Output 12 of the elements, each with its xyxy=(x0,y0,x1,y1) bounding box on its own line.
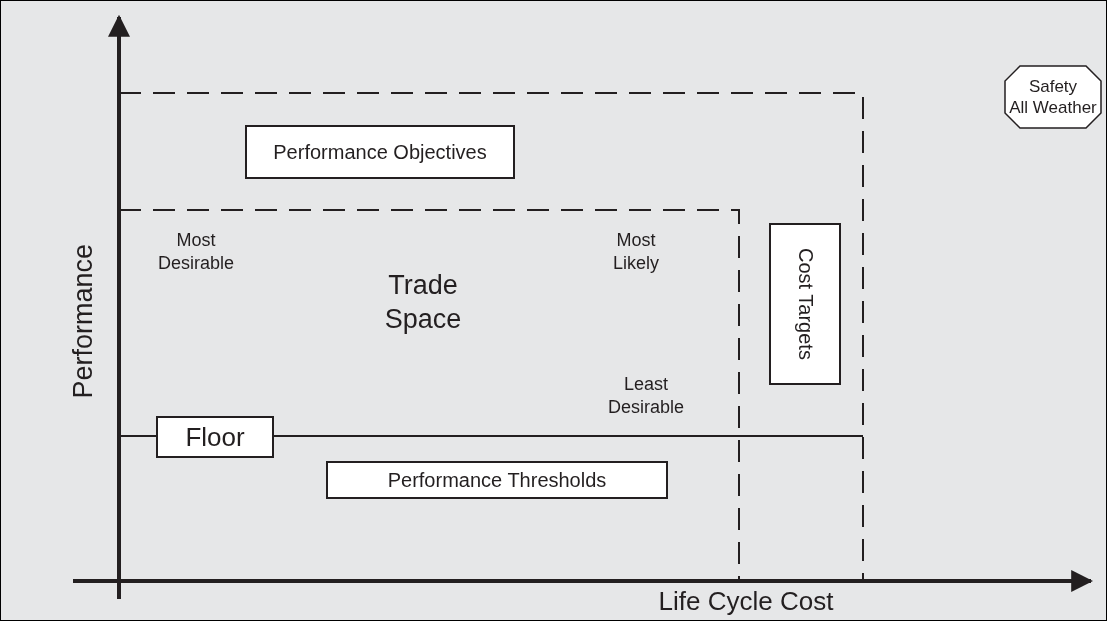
thresholds-box: Performance Thresholds xyxy=(326,461,668,499)
axis-title: Performance xyxy=(68,243,98,399)
cost-targets-box: Cost Targets xyxy=(769,223,841,385)
region-label: Most Desirable xyxy=(156,229,235,274)
region-title: Trade Space xyxy=(383,269,463,336)
axis-title: Life Cycle Cost xyxy=(658,588,834,616)
region-label: Most Likely xyxy=(612,229,660,274)
sign-text: Safety All Weather xyxy=(1009,75,1097,119)
octagon-sign xyxy=(1004,65,1102,129)
region-label: Least Desirable xyxy=(606,373,685,418)
objectives-box: Performance Objectives xyxy=(245,125,515,179)
floor-box: Floor xyxy=(156,416,274,458)
